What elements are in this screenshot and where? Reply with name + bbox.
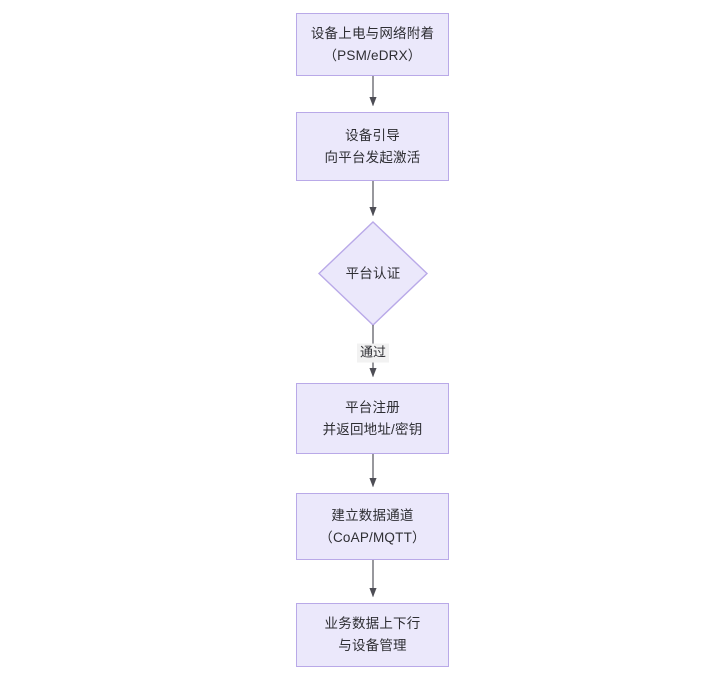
node-device-power-on[interactable]: 设备上电与网络附着 （PSM/eDRX） [296,13,449,76]
node-text-line: 建立数据通道 [331,507,414,523]
node-text-line: 平台注册 [345,399,400,415]
node-text-line: 向平台发起激活 [324,149,421,165]
node-text-line: 业务数据上下行 [324,616,421,632]
edge-label-pass: 通过 [356,343,390,363]
node-text-line: 并返回地址/密钥 [322,421,423,437]
node-business-data-and-device-management[interactable]: 业务数据上下行 与设备管理 [296,603,449,667]
node-text-line: 设备引导 [345,127,400,143]
node-device-bootstrap[interactable]: 设备引导 向平台发起激活 [296,112,449,181]
node-text-line: （CoAP/MQTT） [319,529,426,545]
node-text-line: 与设备管理 [338,638,407,653]
node-text-line: 设备上电与网络附着 [310,25,435,41]
node-establish-data-channel[interactable]: 建立数据通道 （CoAP/MQTT） [296,493,449,560]
node-text-line: 平台认证 [345,265,401,281]
node-platform-authentication[interactable]: 平台认证 [319,222,427,325]
node-text-line: （PSM/eDRX） [323,47,422,63]
node-platform-registration[interactable]: 平台注册 并返回地址/密钥 [296,383,449,454]
